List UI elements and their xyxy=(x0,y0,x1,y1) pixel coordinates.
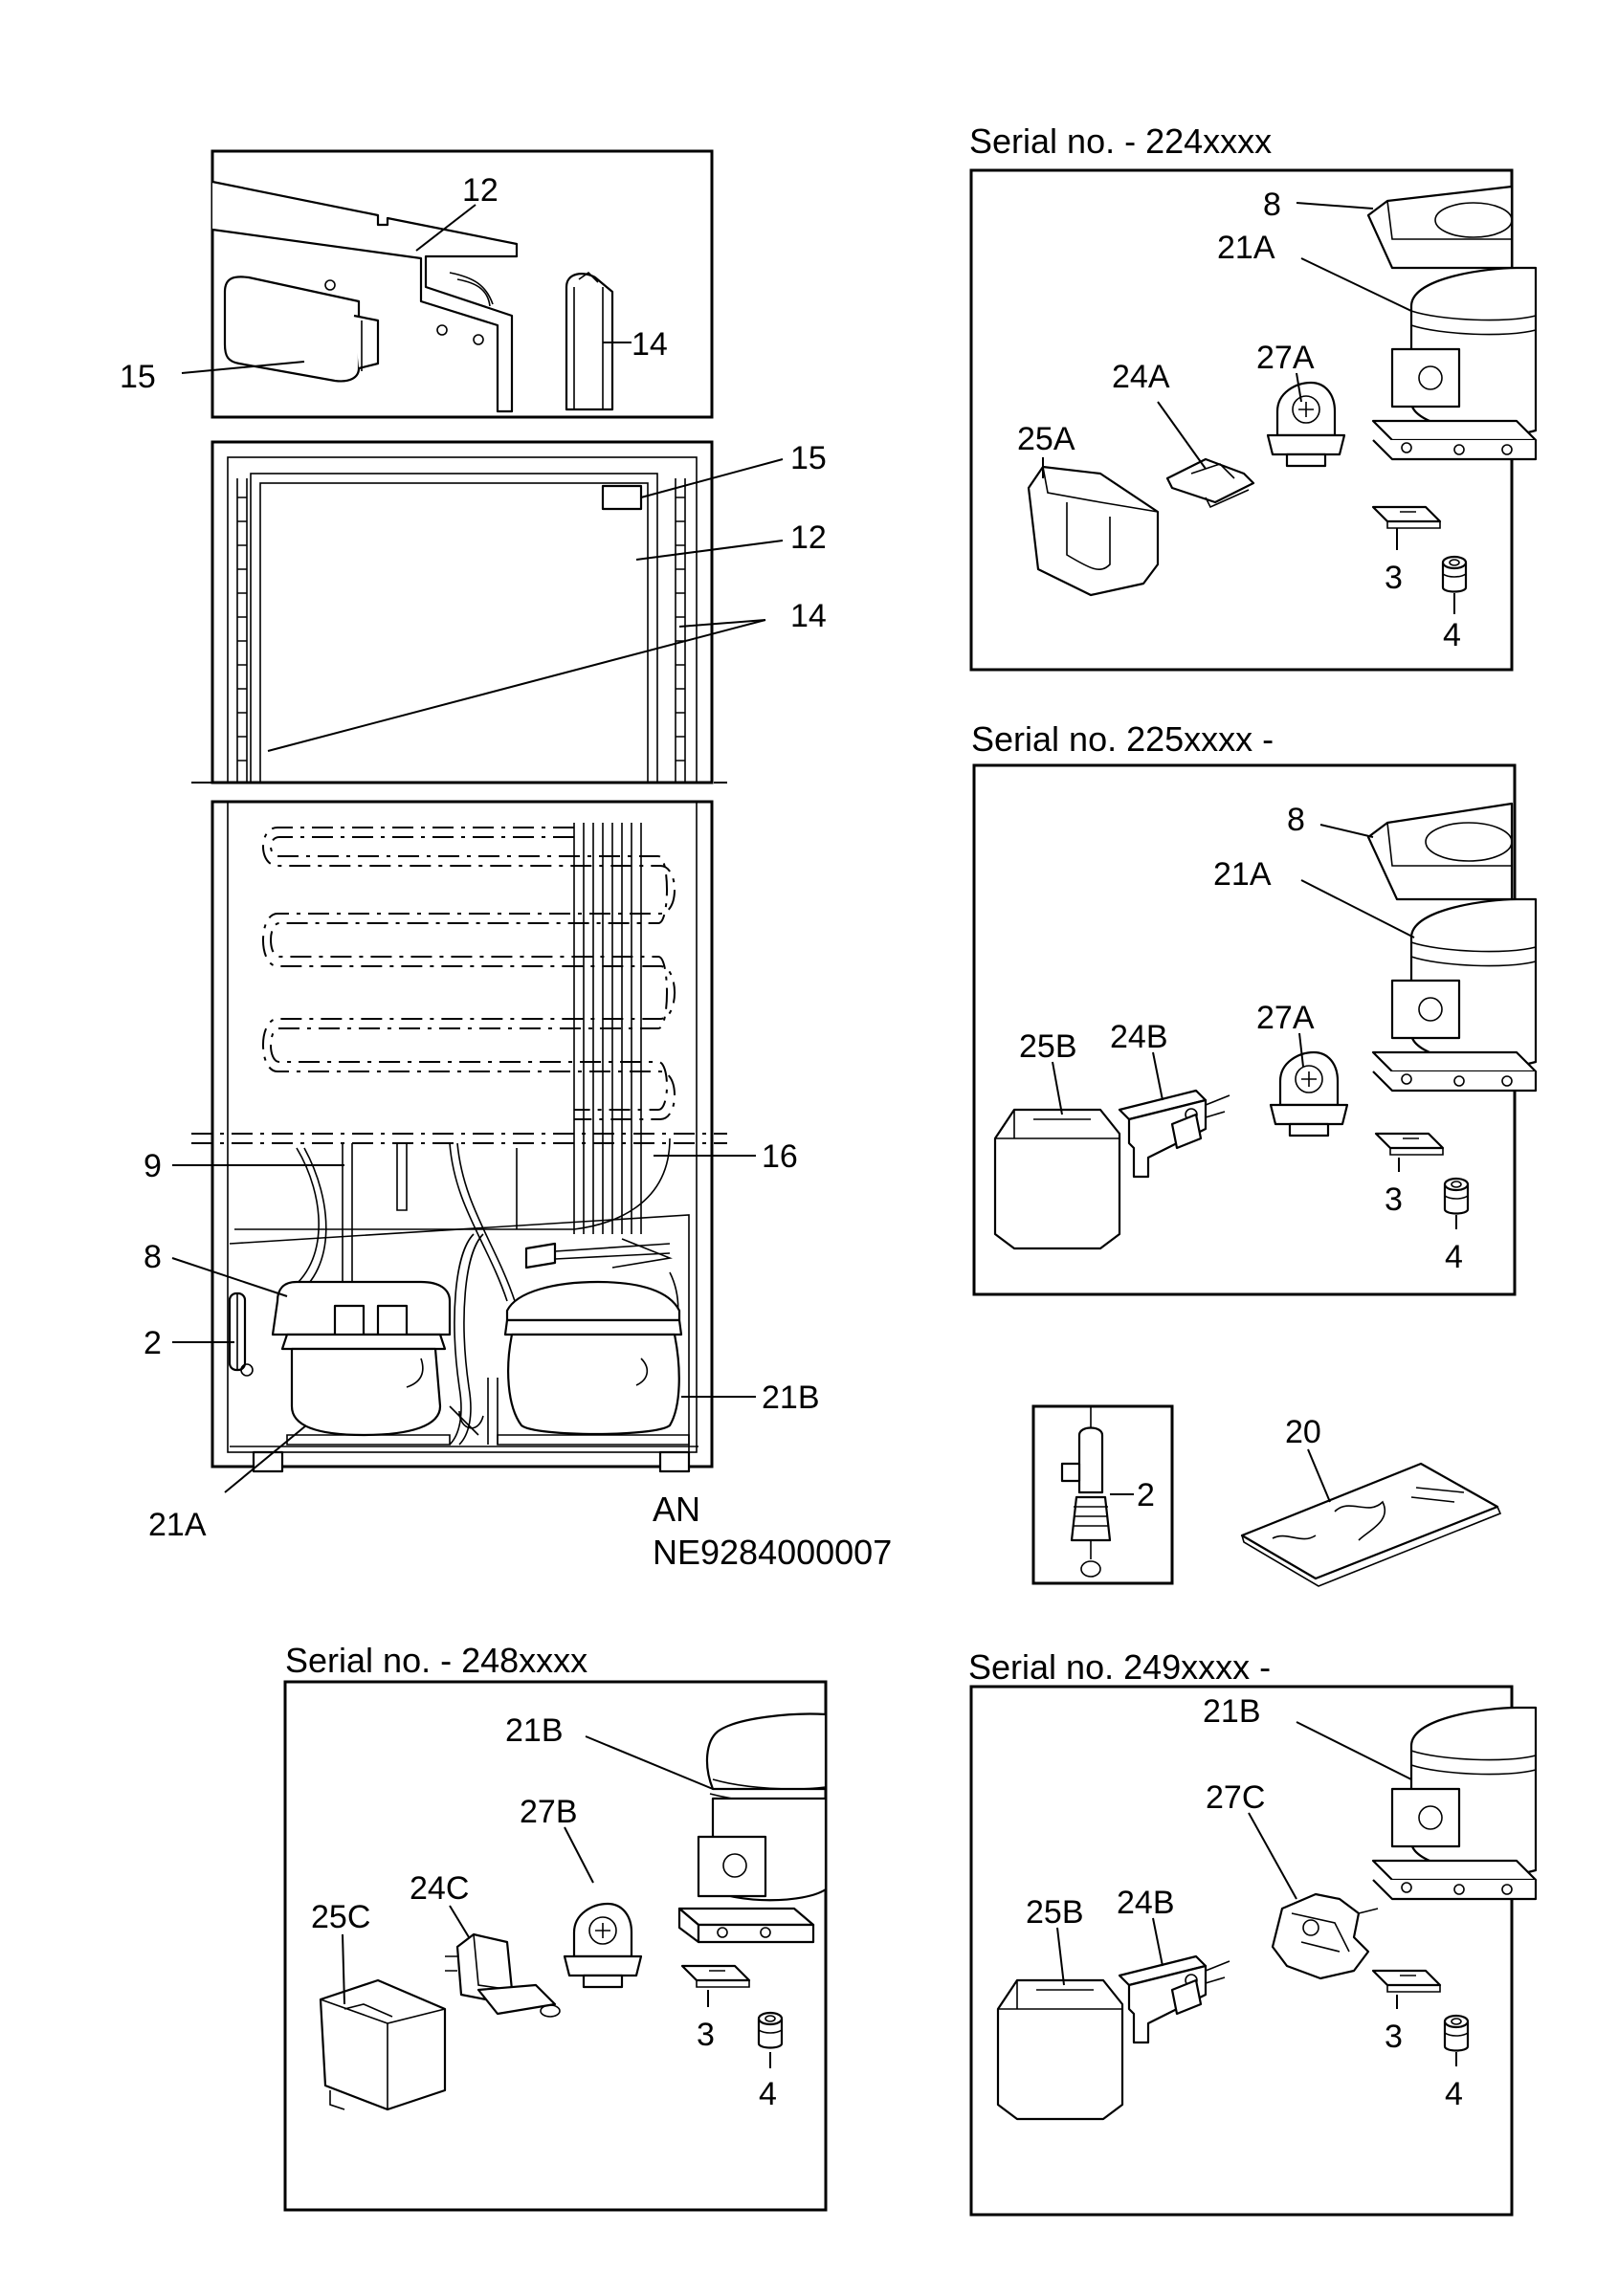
relay-27A-b xyxy=(1269,1050,1349,1137)
label-12-inset: 12 xyxy=(462,172,499,209)
clip-3-d xyxy=(1371,1969,1442,1994)
label-3-d: 3 xyxy=(1385,2019,1403,2055)
label-27C: 27C xyxy=(1206,1779,1265,1816)
label-14: 14 xyxy=(790,598,827,634)
caption-serial-224: Serial no. - 224xxxx xyxy=(969,121,1272,161)
label-2-detail: 2 xyxy=(1137,1477,1155,1513)
label-15: 15 xyxy=(790,440,827,476)
relay-27A-a xyxy=(1266,381,1346,468)
label-21B: 21B xyxy=(762,1380,820,1416)
label-8: 8 xyxy=(144,1239,162,1275)
label-21A-a: 21A xyxy=(1217,230,1275,266)
relay-24A xyxy=(1165,457,1255,509)
label-20: 20 xyxy=(1285,1414,1321,1450)
label-16: 16 xyxy=(762,1138,798,1175)
grommet-4-d xyxy=(1443,2014,1470,2052)
caption-serial-249: Serial no. 249xxxx - xyxy=(968,1647,1271,1687)
label-8-b: 8 xyxy=(1287,802,1305,838)
relay-24B-b xyxy=(1118,1954,1231,2044)
label-21A-b: 21A xyxy=(1213,856,1272,893)
compressor-21B-b xyxy=(1371,1706,1538,1901)
cover-25B-b xyxy=(996,1978,1124,2121)
label-24B-a: 24B xyxy=(1110,1019,1168,1055)
caption-serial-225: Serial no. 225xxxx - xyxy=(971,719,1274,759)
condenser-coil xyxy=(262,823,676,1234)
label-21B-b: 21B xyxy=(1203,1693,1261,1730)
drip-tray-8-b xyxy=(1366,802,1514,901)
relay-27B xyxy=(563,1902,643,1989)
user-manual-20 xyxy=(1240,1462,1502,1587)
label-12: 12 xyxy=(790,519,827,556)
relay-27C xyxy=(1271,1892,1379,1980)
compressor-21A xyxy=(271,1280,452,1446)
label-24C: 24C xyxy=(410,1870,469,1907)
compressor-21B-a xyxy=(677,1712,828,1944)
label-24B-b: 24B xyxy=(1117,1885,1175,1921)
label-27B: 27B xyxy=(520,1794,578,1830)
fridge-back xyxy=(191,800,727,1473)
label-4-a: 4 xyxy=(1443,617,1461,653)
label-4-c: 4 xyxy=(759,2076,777,2112)
compressor-21A-a xyxy=(1371,266,1538,461)
sensor-detail-frame xyxy=(1031,1404,1174,1585)
grommet-4-c xyxy=(757,2011,784,2049)
door-panel-12 xyxy=(211,180,519,413)
grommet-4-b xyxy=(1443,1177,1470,1215)
label-27A-b: 27A xyxy=(1256,1000,1315,1036)
label-14-inset: 14 xyxy=(632,326,668,363)
label-3-a: 3 xyxy=(1385,560,1403,596)
sensor-2 xyxy=(228,1292,254,1377)
clip-3-b xyxy=(1374,1132,1445,1157)
label-25B-a: 25B xyxy=(1019,1028,1077,1065)
label-9: 9 xyxy=(144,1148,162,1184)
label-2: 2 xyxy=(144,1325,162,1361)
panel-serial-249 xyxy=(969,1685,1514,2217)
lamp-cover-small xyxy=(601,484,643,511)
grommet-4-a xyxy=(1441,555,1468,593)
cover-25C xyxy=(319,1978,447,2111)
label-25C: 25C xyxy=(311,1899,370,1935)
label-27A-a: 27A xyxy=(1256,340,1315,376)
clip-3-a xyxy=(1371,505,1442,530)
label-21B-a: 21B xyxy=(505,1712,564,1749)
label-3-c: 3 xyxy=(697,2017,715,2053)
label-25B-b: 25B xyxy=(1026,1894,1084,1931)
door-gasket-14 xyxy=(565,271,614,411)
clip-3-c xyxy=(680,1964,751,1989)
door-gasket-right xyxy=(675,478,686,783)
label-4-d: 4 xyxy=(1445,2076,1463,2112)
label-15-inset: 15 xyxy=(120,359,156,395)
label-8-a: 8 xyxy=(1263,187,1281,223)
caption-serial-248: Serial no. - 248xxxx xyxy=(285,1641,587,1680)
label-24A: 24A xyxy=(1112,359,1170,395)
cover-25A xyxy=(1027,465,1160,597)
door-detail-frame xyxy=(211,149,714,419)
label-3-b: 3 xyxy=(1385,1181,1403,1218)
label-25A: 25A xyxy=(1017,421,1075,457)
door-gasket-left xyxy=(236,478,248,783)
relay-24C xyxy=(445,1932,561,2018)
doc-code-line2: NE9284000007 xyxy=(653,1533,892,1572)
relay-24B-a xyxy=(1118,1089,1231,1179)
panel-serial-248 xyxy=(283,1680,828,2212)
doc-code-line1: AN xyxy=(653,1490,700,1529)
compressor-21B xyxy=(487,1280,690,1446)
fridge-door xyxy=(211,440,714,784)
label-21A: 21A xyxy=(148,1507,207,1543)
cover-25B-a xyxy=(993,1108,1121,1250)
sensor-2-detail xyxy=(1060,1406,1112,1578)
lamp-cover-15 xyxy=(223,276,380,383)
drip-tray-8-a xyxy=(1366,185,1514,270)
label-4-b: 4 xyxy=(1445,1239,1463,1275)
